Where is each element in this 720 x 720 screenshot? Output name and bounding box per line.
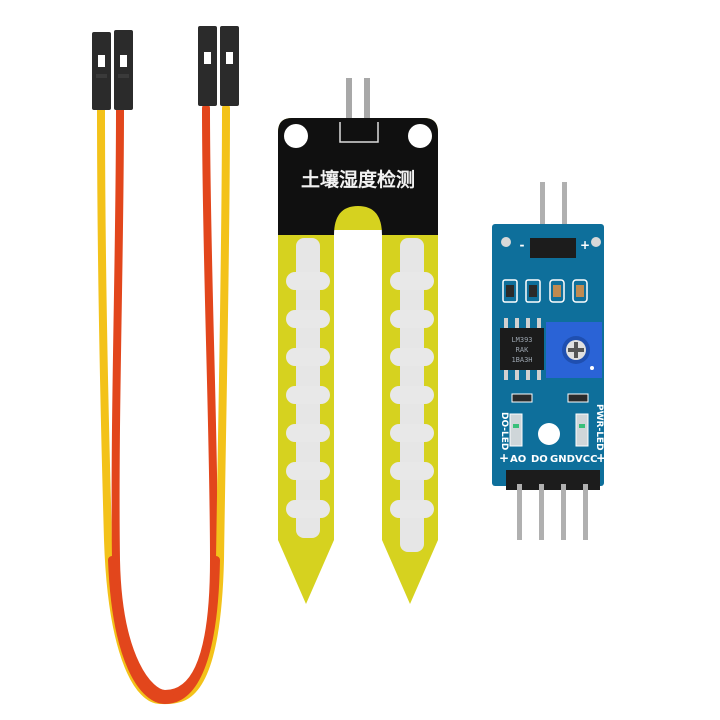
- probe-pads-right: [390, 272, 434, 518]
- header-plus-label: +: [580, 238, 590, 252]
- potentiometer[interactable]: [546, 322, 602, 378]
- header-minus-label: -: [520, 238, 525, 252]
- pin-label-do: DO: [531, 454, 548, 465]
- chip-marking-line1: LM393: [511, 336, 532, 344]
- dupont-connector-group-left: [92, 30, 133, 110]
- jumper-wire-left-loop: [97, 104, 230, 705]
- output-pins: [517, 484, 588, 540]
- pwr-led-plus: +: [596, 451, 606, 465]
- chip-marking-line3: 1BA3H: [511, 356, 532, 364]
- dupont-connector-group-right: [198, 26, 239, 106]
- lm393-chip: LM393 RAK 1BA3H: [500, 318, 544, 380]
- comparator-module: - + LM393 RAK 1BA3H: [492, 182, 606, 540]
- pin-label-gnd: GND: [550, 454, 575, 465]
- probe-pads-left: [286, 272, 330, 518]
- pwr-led-label: PWR-LED: [594, 404, 604, 451]
- chip-marking-line2: RAK: [516, 346, 529, 354]
- pin-label-ao: AO: [510, 454, 526, 465]
- probe-label: 土壤湿度检测: [301, 168, 415, 191]
- soil-probe: 土壤湿度检测: [278, 78, 438, 604]
- smd-components: [502, 279, 588, 303]
- pin-label-vcc: VCC: [575, 454, 597, 465]
- do-led-plus: +: [499, 451, 509, 465]
- do-led-label: DO-LED: [499, 412, 509, 450]
